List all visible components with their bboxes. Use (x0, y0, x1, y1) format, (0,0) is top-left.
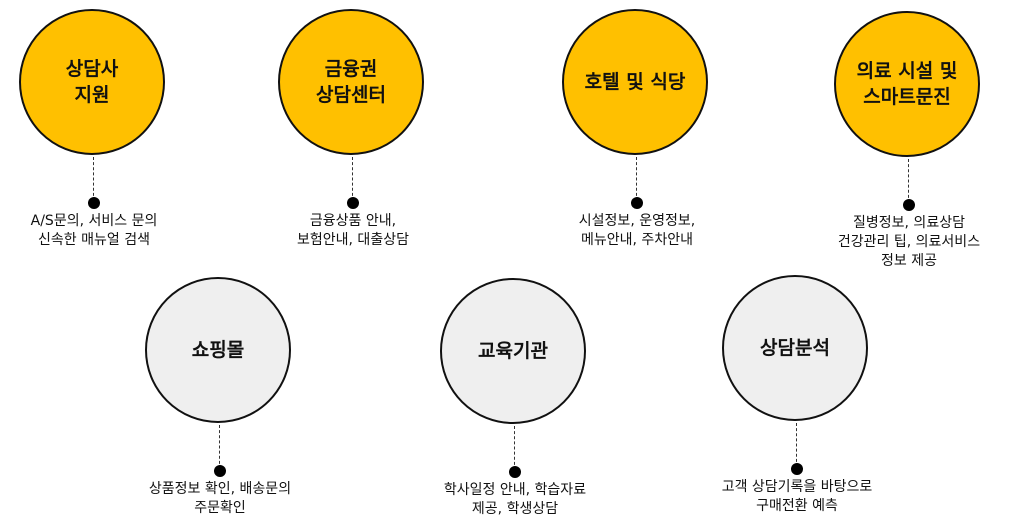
connector-dot (88, 197, 100, 209)
node-circle: 상담사 지원 (19, 9, 165, 155)
node-description: A/S문의, 서비스 문의 신속한 매뉴얼 검색 (30, 213, 158, 248)
node-circle: 쇼핑몰 (145, 277, 291, 423)
connector-line (352, 157, 353, 201)
node-description: 상품정보 확인, 배송문의 주문확인 (148, 481, 292, 516)
connector-dot (791, 463, 803, 475)
node-circle: 의료 시설 및 스마트문진 (834, 11, 980, 157)
connector-dot (903, 199, 915, 211)
node-description: 시설정보, 운영정보, 메뉴안내, 주차안내 (578, 213, 696, 248)
node-description: 학사일정 안내, 학습자료 제공, 학생상담 (443, 482, 587, 517)
connector-line (219, 425, 220, 469)
connector-line (93, 157, 94, 201)
connector-line (796, 423, 797, 467)
connector-dot (347, 197, 359, 209)
node-description: 금융상품 안내, 보험안내, 대출상담 (297, 213, 409, 248)
node-circle: 금융권 상담센터 (278, 9, 424, 155)
node-description: 질병정보, 의료상담 건강관리 팁, 의료서비스 정보 제공 (837, 215, 981, 269)
connector-dot (214, 465, 226, 477)
node-description: 고객 상담기록을 바탕으로 구매전환 예측 (721, 479, 873, 514)
connector-line (636, 157, 637, 201)
connector-line (908, 159, 909, 203)
node-circle: 교육기관 (440, 278, 586, 424)
node-circle: 호텔 및 식당 (562, 9, 708, 155)
connector-line (514, 426, 515, 470)
node-circle: 상담분석 (722, 275, 868, 421)
connector-dot (509, 466, 521, 478)
connector-dot (631, 197, 643, 209)
